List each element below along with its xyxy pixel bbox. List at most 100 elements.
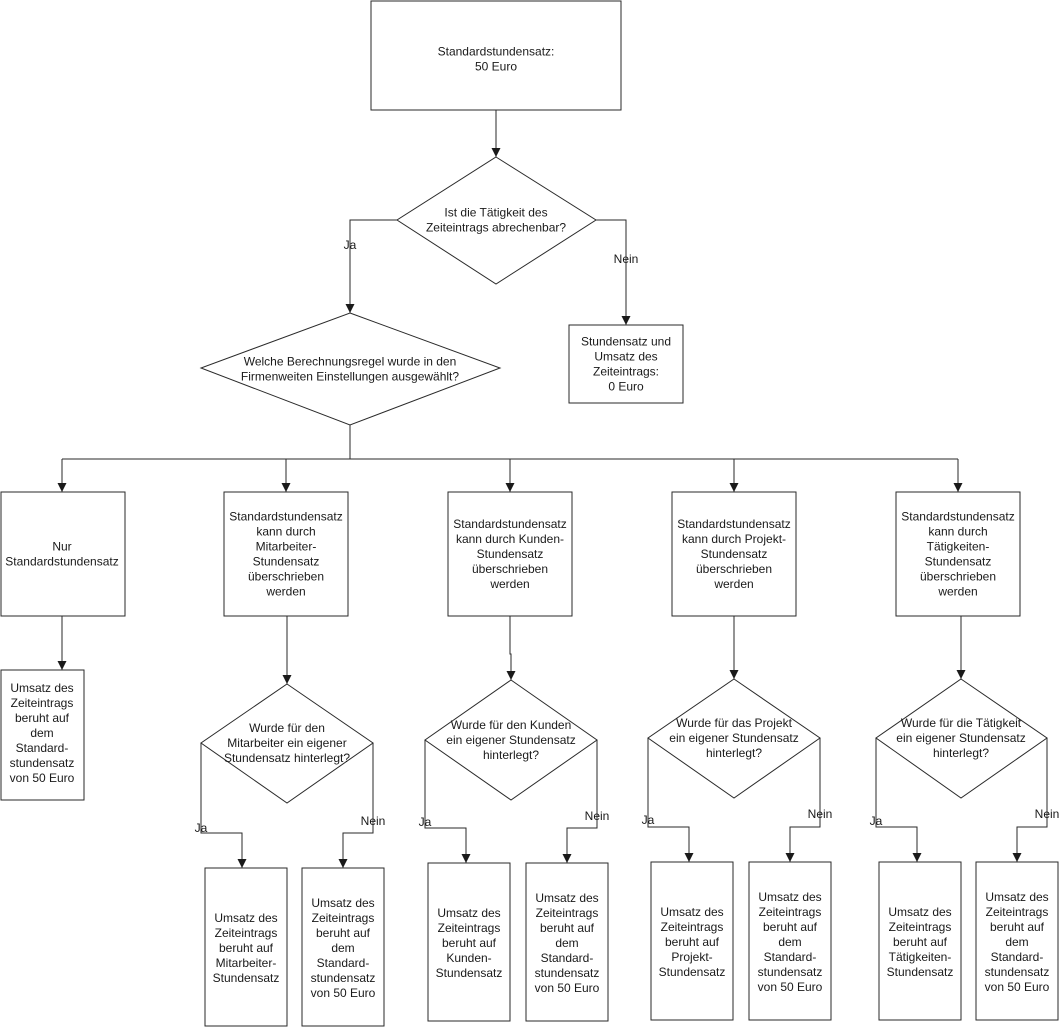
- node-text-line: hinterlegt?: [933, 746, 989, 760]
- decision-employee-diamond: [200, 683, 374, 804]
- edge-label-employee-yes: Ja: [195, 821, 208, 835]
- node-text-line: Zeiteintrags: [536, 906, 599, 920]
- node-text-line: kann durch: [928, 525, 987, 539]
- node-labels: Standardstundensatz:50 Euro Ist die Täti…: [5, 45, 1049, 1001]
- node-text-line: von 50 Euro: [758, 980, 823, 994]
- node-text-line: dem: [1005, 935, 1028, 949]
- edge-label-customer-yes: Ja: [419, 815, 432, 829]
- node-text-line: Welche Berechnungsregel wurde in den: [244, 355, 457, 369]
- node-text-line: beruht auf: [15, 711, 70, 725]
- node-text-line: Umsatz des: [437, 906, 500, 920]
- node-text-line: Wurde für den Kunden: [451, 718, 572, 732]
- node-text-line: ein eigener Stundensatz: [446, 733, 575, 747]
- node-text-line: stundensatz: [311, 971, 376, 985]
- decision-activity-diamond: [875, 678, 1048, 799]
- node-text-line: kann durch: [256, 525, 315, 539]
- node-text-line: Zeiteintrags abrechenbar?: [426, 221, 566, 235]
- node-text-line: Zeiteintrags: [986, 905, 1049, 919]
- node-text-line: Standardstundensatz: [453, 517, 566, 531]
- node-text-line: beruht auf: [540, 921, 595, 935]
- node-text-line: werden: [937, 585, 977, 599]
- node-text-line: Stundensatz: [436, 966, 503, 980]
- edge-billable-no: [596, 219, 631, 325]
- result-customer-yes-box: [427, 862, 511, 1022]
- node-text-line: Standardstundensatz: [901, 510, 1014, 524]
- node-text-line: werden: [713, 577, 753, 591]
- start-box: [370, 0, 622, 111]
- node-text-line: von 50 Euro: [311, 986, 376, 1000]
- result-standard-only-box: [0, 669, 85, 801]
- node-text-line: Mitarbeiter-: [256, 540, 317, 554]
- node-text-line: Standardstundensatz: [229, 510, 342, 524]
- node-text-line: Umsatz des: [660, 905, 723, 919]
- node-text-line: Standardstundensatz:: [438, 45, 555, 59]
- node-text-line: Standard-: [764, 950, 817, 964]
- node-text-line: von 50 Euro: [985, 980, 1050, 994]
- node-text-line: Standard-: [541, 951, 594, 965]
- node-text-line: 50 Euro: [475, 60, 517, 74]
- edge-label-activity-no: Nein: [1035, 807, 1060, 821]
- result-activity-yes-box: [878, 861, 962, 1021]
- node-text-line: Umsatz des: [214, 911, 277, 925]
- node-text-line: dem: [331, 941, 354, 955]
- node-text-line: beruht auf: [442, 936, 497, 950]
- node-text-line: beruht auf: [763, 920, 818, 934]
- node-text-line: Standard-: [991, 950, 1044, 964]
- node-text-line: von 50 Euro: [10, 771, 75, 785]
- node-text-line: Umsatz des: [758, 890, 821, 904]
- node-text-line: Umsatz des: [535, 891, 598, 905]
- node-text-line: kann durch Projekt-: [682, 532, 786, 546]
- option-employee-box: [223, 491, 349, 617]
- node-text-line: Zeiteintrags: [889, 920, 952, 934]
- node-text-line: Stundensatz: [659, 965, 726, 979]
- node-text-line: Zeiteintrags: [438, 921, 501, 935]
- result-employee-yes-box: [204, 867, 288, 1027]
- node-text-line: Standard-: [317, 956, 370, 970]
- node-text-line: Mitarbeiter-: [216, 956, 277, 970]
- node-text-line: Zeiteintrags: [11, 696, 74, 710]
- node-text-line: Stundensatz: [253, 555, 320, 569]
- option-activity-box: [895, 491, 1021, 617]
- node-text-line: Stundensatz: [213, 971, 280, 985]
- node-text-line: von 50 Euro: [535, 981, 600, 995]
- node-text-line: beruht auf: [316, 926, 371, 940]
- node-text-line: beruht auf: [893, 935, 948, 949]
- edge-activity-no: [1012, 738, 1048, 862]
- edge-label-activity-yes: Ja: [870, 814, 883, 828]
- result-project-yes-box: [650, 861, 734, 1021]
- edge-label-customer-no: Nein: [585, 809, 610, 823]
- node-text-line: beruht auf: [219, 941, 274, 955]
- edge-billable-yes: [345, 219, 397, 313]
- node-text-line: Standardstundensatz: [677, 517, 790, 531]
- node-text-line: überschrieben: [472, 562, 548, 576]
- node-text-line: Tätigkeiten-: [927, 540, 990, 554]
- node-text-line: stundensatz: [535, 966, 600, 980]
- result-customer-no-box: [525, 862, 609, 1022]
- node-text-line: werden: [265, 585, 305, 599]
- node-text-line: Wurde für das Projekt: [676, 716, 792, 730]
- edge-project-no: [785, 738, 821, 862]
- node-text-line: Umsatz des: [985, 890, 1048, 904]
- node-text-line: Stundensatz hinterlegt?: [224, 751, 350, 765]
- node-text-line: ein eigener Stundensatz: [669, 731, 798, 745]
- edge-labels: Ja Nein Ja Nein Ja Nein Ja Nein Ja Nein: [195, 238, 1060, 835]
- node-text-line: Stundensatz: [477, 547, 544, 561]
- decision-rule-diamond: [199, 312, 502, 426]
- edge-label-project-yes: Ja: [642, 813, 655, 827]
- node-text-line: Mitarbeiter ein eigener: [227, 736, 346, 750]
- node-text-line: Stundensatz und: [581, 335, 671, 349]
- node-text-line: hinterlegt?: [483, 748, 539, 762]
- result-employee-no-box: [301, 867, 385, 1027]
